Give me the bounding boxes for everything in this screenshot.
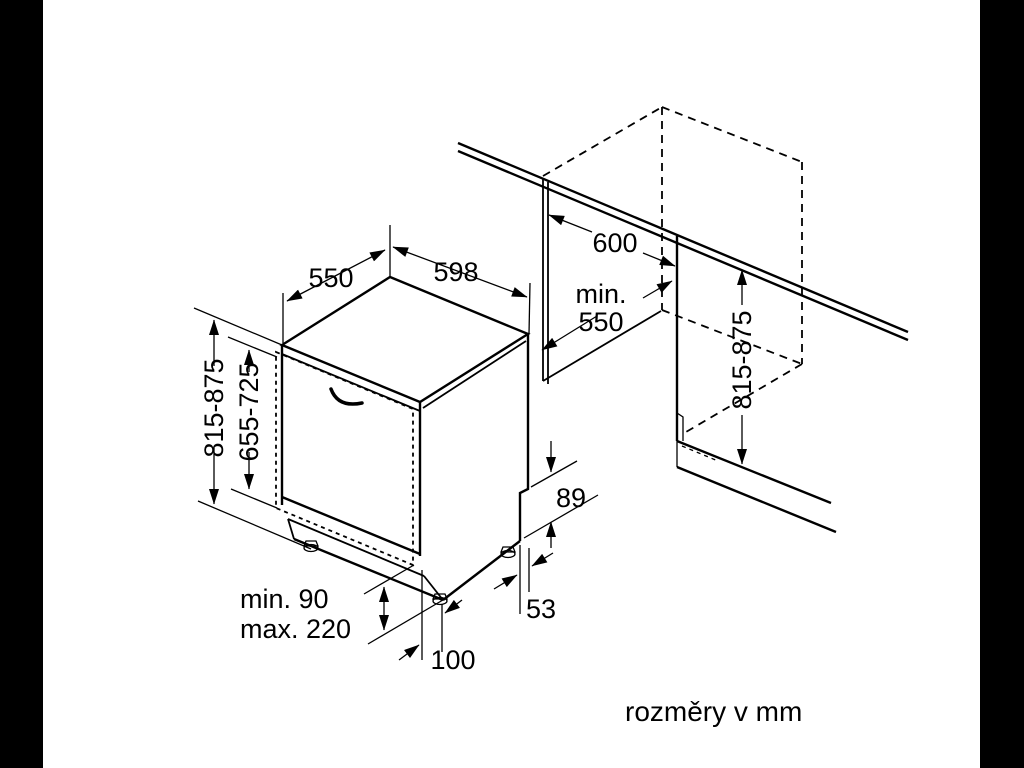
dim-plinth-clearance-max-label: max. 220 — [240, 614, 351, 644]
dim-height-left: 815-875 — [193, 307, 312, 550]
dim-niche-depth: min. 550 — [541, 279, 673, 351]
dim-niche-depth-value: 550 — [578, 307, 623, 337]
dim-plinth-clearance: min. 90 max. 220 — [240, 564, 449, 645]
countertop — [457, 141, 909, 342]
dim-height-right: 815-875 — [727, 269, 757, 465]
dim-niche-depth-prefix: min. — [575, 279, 626, 309]
dim-rear-step-depth-label: 53 — [526, 594, 556, 624]
front-left-foot — [303, 540, 319, 553]
furniture-panel-outline — [275, 350, 414, 567]
dishwasher — [275, 275, 531, 606]
dim-niche-width-label: 600 — [592, 228, 637, 258]
dim-rear-step-height: 89 — [523, 441, 599, 548]
niche-dashed-box — [542, 106, 803, 433]
dim-foot-inset-label: 100 — [430, 645, 475, 675]
door-handle — [329, 387, 364, 406]
rear-right-foot — [500, 546, 516, 559]
dim-height-right-label: 815-875 — [727, 310, 757, 409]
dim-appliance-depth: 550 — [282, 225, 391, 343]
dishwasher-top-face — [279, 275, 531, 404]
right-cabinet — [675, 236, 837, 534]
dim-plinth-clearance-min-label: min. 90 — [240, 584, 329, 614]
drawing-paper — [43, 0, 980, 768]
dim-door-panel-height: 655-725 — [227, 336, 278, 509]
dim-door-panel-height-label: 655-725 — [234, 362, 264, 461]
dim-height-left-label: 815-875 — [199, 358, 229, 457]
dim-rear-step-depth: 53 — [493, 545, 556, 624]
dim-foot-inset: 100 — [398, 570, 476, 675]
caption-units: rozměry v mm — [625, 696, 802, 727]
dim-rear-step-height-label: 89 — [556, 483, 586, 513]
dim-appliance-depth-label: 550 — [308, 263, 353, 293]
dim-appliance-width: 598 — [392, 246, 531, 335]
dim-appliance-width-label: 598 — [433, 257, 478, 287]
dim-niche-width: 600 — [548, 214, 676, 267]
